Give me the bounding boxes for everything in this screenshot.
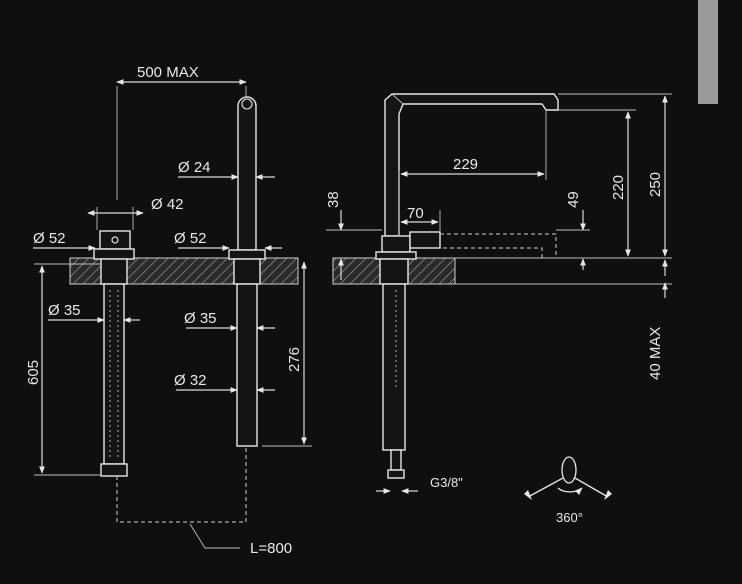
height-276-label: 276	[286, 347, 303, 372]
flex-hose	[116, 446, 247, 523]
thread-label: G3/8"	[430, 475, 463, 490]
valve-nut-side	[379, 258, 409, 285]
valve-collar-side	[375, 251, 417, 260]
spout-nut	[233, 258, 261, 285]
mixer-handle	[99, 230, 131, 250]
swivel-arrow-icon	[524, 456, 612, 500]
valve-body-side	[381, 235, 411, 253]
mixer-indicator	[111, 236, 119, 244]
dia-35-left-label: Ø 35	[48, 302, 81, 319]
valve-shank-side	[382, 283, 406, 451]
dim-250-label: 250	[647, 172, 664, 197]
spout-collar	[228, 249, 266, 260]
mixer-nut	[100, 258, 128, 285]
dim-220-label: 220	[610, 175, 627, 200]
dia-35-right-label: Ø 35	[184, 310, 217, 327]
dia-52-right-label: Ø 52	[174, 230, 207, 247]
dim-229-label: 229	[453, 156, 478, 173]
deck-max-label: 40 MAX	[647, 327, 664, 380]
dia-32-label: Ø 32	[174, 372, 207, 389]
mixer-shank	[103, 283, 125, 465]
mixer-base	[93, 248, 135, 260]
lever-side	[409, 231, 441, 249]
dim-49-label: 49	[565, 191, 582, 208]
dim-70-label: 70	[407, 205, 424, 222]
left-view: 500 MAX L=800 Ø 42 Ø 52 Ø 35 605	[25, 64, 312, 557]
dia-52-left-label: Ø 52	[33, 230, 66, 247]
reach-max-label: 500 MAX	[137, 64, 199, 81]
dia-42-label: Ø 42	[151, 196, 184, 213]
height-605-label: 605	[25, 360, 42, 385]
dim-38-label: 38	[325, 191, 342, 208]
spout-shank	[236, 283, 258, 447]
tail-pipe	[390, 449, 402, 471]
rotation-label: 360°	[556, 510, 583, 525]
hose-length-label: L=800	[250, 540, 292, 557]
right-view: 38 70 229 49 220 250 40 MAX G3/8"	[325, 93, 672, 525]
corner-tab	[698, 0, 718, 104]
dia-24-label: Ø 24	[178, 159, 211, 176]
tail-fitting	[387, 469, 405, 479]
spout-column	[237, 96, 257, 251]
mixer-end-fitting	[100, 463, 128, 477]
